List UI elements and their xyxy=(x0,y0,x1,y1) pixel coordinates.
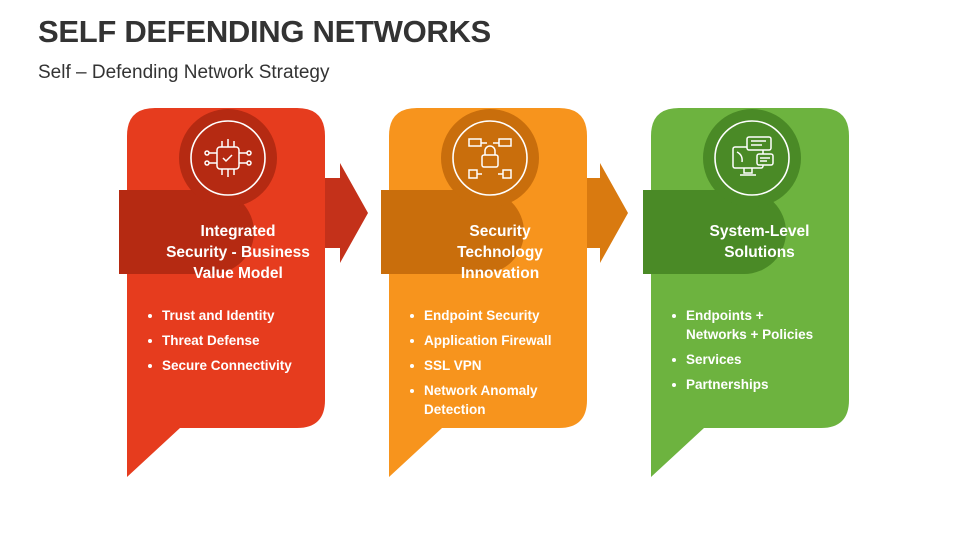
page-title: SELF DEFENDING NETWORKS xyxy=(38,14,491,49)
list-item: Trust and Identity xyxy=(146,306,316,325)
card-integrated-security xyxy=(119,108,325,477)
card-swoosh xyxy=(381,190,524,274)
list-item: Secure Connectivity xyxy=(146,356,316,375)
list-item: Services xyxy=(670,350,830,369)
list-item: Endpoints + Networks + Policies xyxy=(670,306,821,344)
list-item: Endpoint Security xyxy=(408,306,580,325)
card-3-heading: System-Level Solutions xyxy=(677,221,842,263)
icon-outline xyxy=(452,120,528,196)
monitor-chat-icon xyxy=(732,136,774,176)
arrow-1-to-2 xyxy=(322,163,368,263)
list-item: Application Firewall xyxy=(408,331,580,350)
card-swoosh xyxy=(119,190,254,274)
arrow-2-to-3 xyxy=(585,163,628,263)
circuit-shield-icon xyxy=(204,139,252,177)
list-item: Partnerships xyxy=(670,375,830,394)
card-3-bullet-list: Endpoints + Networks + Policies Services… xyxy=(670,306,830,400)
icon-outline xyxy=(190,120,266,196)
card-swoosh xyxy=(643,190,786,274)
list-item: Network Anomaly Detection xyxy=(408,381,559,419)
card-system-level xyxy=(643,108,849,477)
page-subtitle: Self – Defending Network Strategy xyxy=(38,62,330,83)
card-3-heading-line: Solutions xyxy=(724,244,795,261)
card-3-heading-line: System-Level xyxy=(709,223,810,240)
card-2-heading: Security Technology Innovation xyxy=(415,221,585,284)
card-1-heading: Integrated Security - Business Value Mod… xyxy=(143,221,333,284)
card-2-heading-line: Technology xyxy=(457,244,543,261)
icon-ring xyxy=(441,109,539,207)
icon-outline xyxy=(714,120,790,196)
icon-ring xyxy=(703,109,801,207)
card-1-heading-line: Security - Business xyxy=(166,244,310,261)
list-item: SSL VPN xyxy=(408,356,580,375)
card-2-heading-line: Security xyxy=(469,223,531,240)
card-1-heading-line: Integrated xyxy=(200,223,276,240)
network-lock-icon xyxy=(468,138,512,179)
card-1-bullet-list: Trust and Identity Threat Defense Secure… xyxy=(146,306,316,381)
card-2-bullet-list: Endpoint Security Application Firewall S… xyxy=(408,306,580,425)
card-1-heading-line: Value Model xyxy=(193,265,283,282)
list-item: Threat Defense xyxy=(146,331,316,350)
card-security-technology xyxy=(381,108,587,477)
card-2-heading-line: Innovation xyxy=(460,265,540,282)
